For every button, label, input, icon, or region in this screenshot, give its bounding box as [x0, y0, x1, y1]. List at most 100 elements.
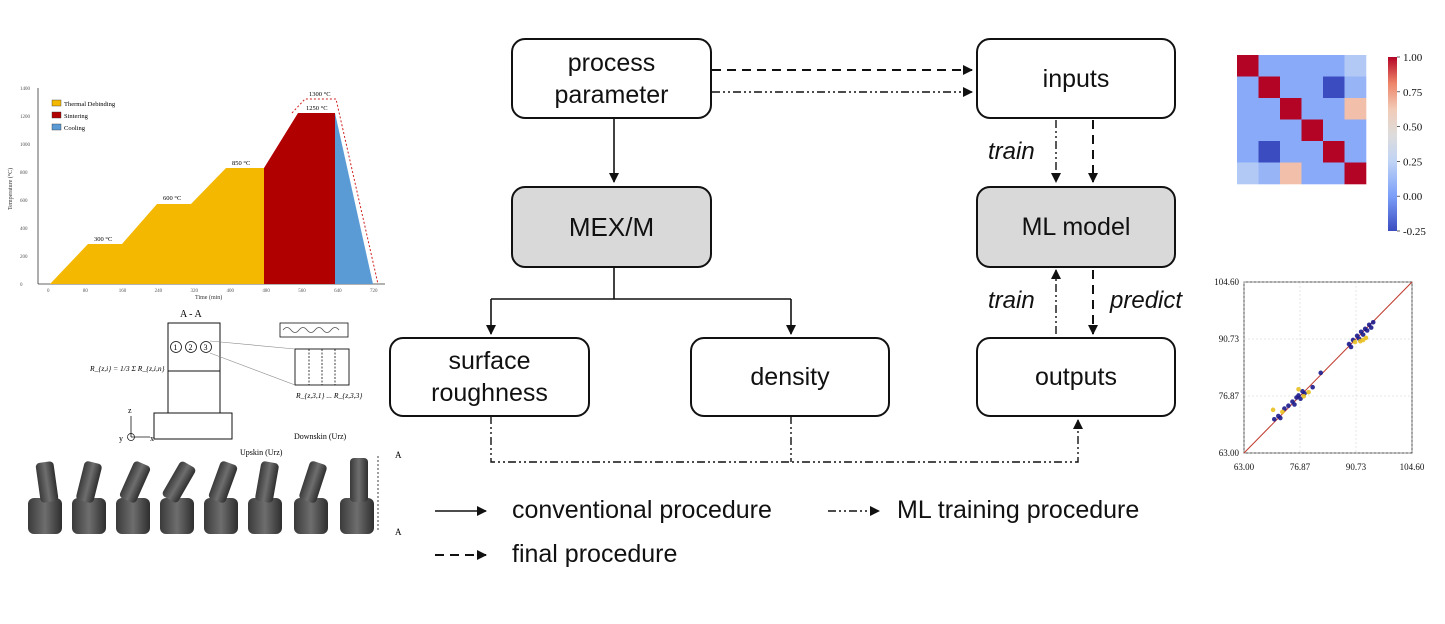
sintering-xtick: 640 [334, 289, 342, 294]
heatmap-cell [1280, 141, 1302, 163]
downskin-label: Downskin (Urz) [294, 432, 347, 441]
heatmap-cell [1237, 162, 1259, 185]
legend-cooling: Cooling [64, 125, 86, 132]
scatter-point [1296, 386, 1301, 392]
heatmap-cell [1237, 55, 1259, 77]
circle-1: 1 [174, 343, 178, 352]
colorbar-tick-label: 0.25 [1403, 156, 1423, 168]
line-measurements-to-outputs [490, 416, 1083, 463]
heatmap-cell [1323, 162, 1345, 185]
temp-label-1300: 1300 °C [309, 91, 331, 98]
edge-label-predict: predict [1110, 287, 1183, 314]
legend-swatch-sintering [51, 111, 62, 119]
node-mex-m[interactable]: MEX/M [511, 186, 712, 268]
legend-swatch-cooling [51, 123, 62, 131]
sintering-ylabel: Temperature (°C) [7, 168, 14, 210]
legend-ml-training: ML training procedure [897, 496, 1140, 524]
sintering-ytick: 1000 [20, 143, 31, 148]
sintering-xtick: 240 [155, 289, 163, 294]
scatter-point [1282, 406, 1287, 411]
scatter-ytick-label: 63.00 [1219, 448, 1240, 458]
heatmap-cell [1258, 119, 1281, 142]
scatter-point [1280, 409, 1285, 415]
line-1300-profile [291, 98, 379, 285]
heatmap-cell [1280, 119, 1302, 142]
roughness-formula: R_{z,i} = 1/3 Σ R_{z,i,n} [90, 364, 165, 373]
legend-sintering: Sintering [64, 113, 89, 120]
sintering-ytick: 200 [20, 255, 28, 260]
sintering-xtick: 720 [370, 289, 378, 294]
sintering-xlabel: Time (min) [195, 294, 222, 301]
scatter-point [1292, 402, 1297, 407]
node-surface-roughness[interactable]: surface roughness [389, 337, 590, 417]
temp-label-850: 850 °C [232, 160, 250, 167]
heatmap-cell [1344, 162, 1367, 185]
sintering-ytick: 400 [20, 227, 28, 232]
scatter-point [1271, 416, 1277, 422]
scatter-point [1364, 328, 1370, 333]
scatter-point [1363, 335, 1369, 341]
scatter-point [1370, 319, 1376, 325]
heatmap-cell [1301, 162, 1324, 185]
node-ml-model[interactable]: ML model [976, 186, 1176, 268]
heatmap-cell [1280, 55, 1302, 77]
scatter-point [1278, 415, 1283, 421]
sintering-ytick: 0 [20, 283, 23, 288]
heatmap-cell [1237, 98, 1259, 120]
marker-a-bottom: A [395, 527, 402, 537]
scatter-xtick-label: 90.73 [1346, 462, 1367, 472]
node-density[interactable]: density [690, 337, 890, 417]
heatmap-cell [1301, 55, 1324, 77]
scatter-point [1348, 344, 1354, 350]
heatmap-cell [1344, 55, 1367, 77]
sintering-ytick: 800 [20, 171, 28, 176]
node-process-parameter[interactable]: process parameter [511, 38, 712, 119]
heatmap-cell [1301, 141, 1324, 163]
region-sintering [264, 113, 335, 284]
axis-z: z [128, 406, 132, 415]
sintering-xtick: 160 [119, 289, 127, 294]
scatter-ytick-label: 90.73 [1219, 334, 1240, 344]
sintering-xtick: 400 [226, 289, 234, 294]
scatter-xtick-label: 76.87 [1290, 462, 1311, 472]
scatter-point [1352, 339, 1358, 345]
legend-swatch-debinding [51, 99, 62, 107]
sintering-xtick: 80 [83, 289, 89, 294]
printed-samples-illustration: A A [28, 450, 402, 537]
heatmap-cell [1344, 119, 1367, 142]
scatter-point [1318, 370, 1324, 376]
node-inputs[interactable]: inputs [976, 38, 1176, 119]
upskin-label: Upskin (Urz) [240, 448, 283, 457]
sintering-ytick: 1400 [20, 87, 31, 92]
heatmap-cell [1258, 55, 1281, 77]
scatter-ytick-label: 76.87 [1219, 391, 1240, 401]
heatmap-cell [1344, 76, 1367, 99]
correlation-heatmap: 1.000.750.500.250.00-0.25 [1237, 52, 1426, 238]
scatter-point [1368, 325, 1374, 330]
heatmap-cell [1323, 76, 1345, 99]
scatter-point [1360, 332, 1366, 337]
roughness-right-label: R_{z,3,1} ... R_{z,3,3} [295, 391, 362, 400]
region-cooling [335, 113, 373, 284]
heatmap-cell [1301, 119, 1324, 142]
sintering-xtick: 0 [47, 289, 50, 294]
sintering-ytick: 600 [20, 199, 28, 204]
colorbar-tick-label: -0.25 [1403, 226, 1426, 238]
heatmap-cell [1323, 141, 1345, 163]
temp-label-1250: 1250 °C [306, 105, 328, 112]
temp-label-600: 600 °C [163, 195, 181, 202]
node-outputs[interactable]: outputs [976, 337, 1176, 417]
section-label: A - A [180, 309, 202, 320]
heatmap-cell [1344, 141, 1367, 163]
colorbar-tick-label: 1.00 [1403, 52, 1423, 64]
scatter-point [1270, 407, 1276, 413]
edge-label-train-top: train [988, 138, 1035, 165]
heatmap-cell [1237, 141, 1259, 163]
sintering-ytick: 1200 [20, 115, 31, 120]
legend-conventional: conventional procedure [512, 496, 772, 524]
sintering-xtick: 480 [262, 289, 270, 294]
colorbar-tick-label: 0.75 [1403, 87, 1423, 99]
